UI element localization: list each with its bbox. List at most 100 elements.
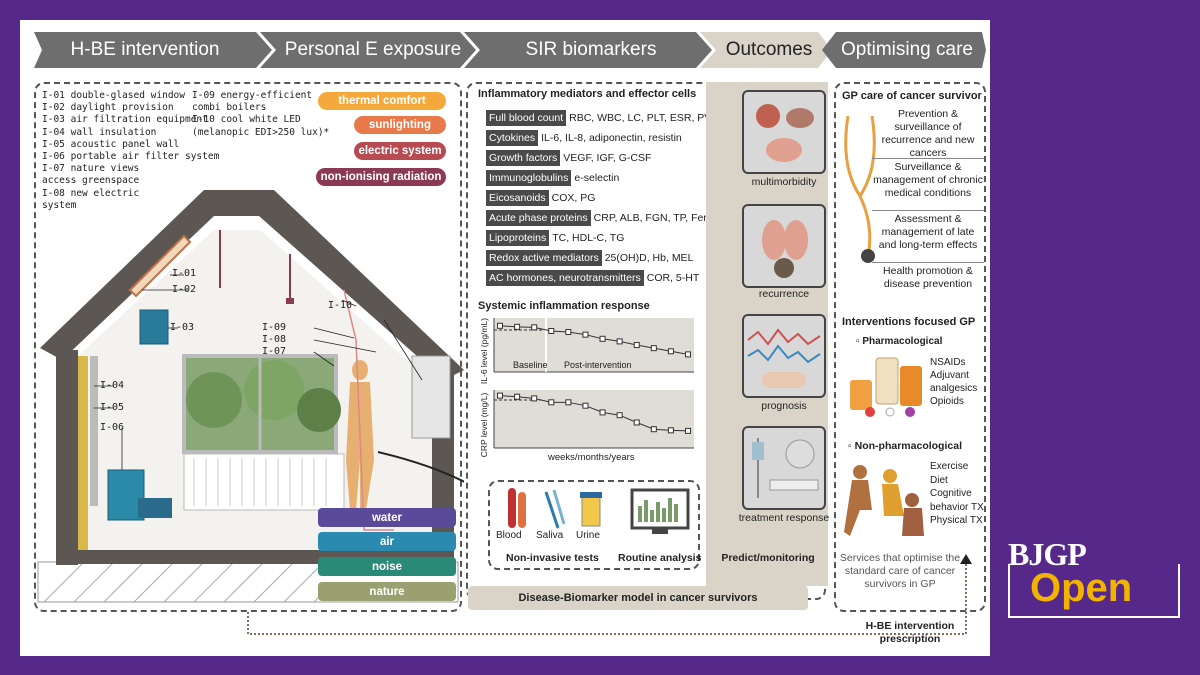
logo-frame: [1008, 564, 1180, 618]
step-care: Optimising care: [841, 39, 973, 60]
outcome-recurrence: recurrence: [758, 288, 810, 300]
services-text: Services that optimise the standard care…: [839, 552, 961, 590]
il6-ylabel-wrap: IL-6 level (pg/mL): [476, 317, 489, 385]
label-i04: I-04: [100, 380, 125, 391]
care-item-health-promotion: Health promotion & disease prevention: [872, 262, 984, 291]
label-i03: I-03: [170, 322, 195, 333]
crp-ylabel: CRP level (mg/L): [479, 392, 489, 458]
prescription-arrow: [247, 554, 972, 635]
crp-point: [565, 399, 572, 406]
treatment-image: [742, 426, 826, 510]
crp-chart-area: [494, 390, 694, 448]
test-saliva: Saliva: [536, 530, 564, 541]
tests-box: [488, 480, 700, 570]
house-box: [34, 82, 462, 612]
label-i10: I-10: [328, 300, 353, 311]
step-exposure: Personal E exposure: [284, 39, 462, 60]
crp-point: [667, 427, 674, 434]
env-water: water: [318, 508, 456, 527]
intervention-list-right: I-09 energy-efficient combi boilers I-10…: [192, 90, 330, 138]
stethoscope-icon: [844, 115, 876, 263]
baseline-label: Baseline: [513, 360, 548, 370]
sir-title: Systemic inflammation response: [478, 300, 650, 312]
post-label: Post-intervention: [564, 360, 632, 370]
il6-point: [685, 351, 691, 358]
pills-icon: [850, 357, 922, 417]
pharma-title: ▫ Pharmacological: [856, 336, 943, 347]
crp-point: [599, 409, 606, 416]
crp-point: [616, 412, 623, 419]
crp-point: [685, 427, 691, 434]
routine-caption: Routine analysis: [618, 552, 702, 564]
label-i02: I-02: [172, 284, 197, 295]
il6-point: [548, 328, 555, 334]
label-i07: I-07: [262, 346, 287, 357]
il6-point: [497, 322, 503, 329]
crp-point: [582, 402, 589, 409]
il6-point: [565, 329, 572, 336]
predict-monitoring-label: Predict/monitoring: [721, 552, 815, 564]
saliva-swab-icon: [544, 491, 560, 529]
crp-point: [514, 393, 521, 400]
crp-point: [633, 419, 640, 426]
label-i09: I-09: [262, 322, 287, 333]
biomarkers-title: Inflammatory mediators and effector cell…: [478, 88, 697, 100]
il6-point: [667, 348, 674, 355]
care-item-prevention: Prevention & surveillance of recurrence …: [881, 108, 975, 159]
house-illustration: [37, 190, 464, 603]
crp-point: [650, 426, 657, 433]
sir-charts: [493, 318, 694, 449]
prognosis-image: [742, 314, 826, 398]
test-blood: Blood: [496, 530, 522, 541]
crp-point: [497, 392, 503, 399]
multimorbidity-image: [742, 90, 826, 174]
logo-bjgp: BJGP: [1008, 536, 1087, 572]
il6-ylabel: IL-6 level (pg/mL): [479, 317, 489, 385]
label-i08: I-08: [262, 334, 287, 345]
label-i01: I-01: [172, 268, 197, 279]
test-icons: [508, 488, 690, 534]
il6-point: [616, 338, 623, 345]
outcome-prognosis: prognosis: [761, 400, 807, 412]
recurrence-image: [742, 204, 826, 288]
step-sir: SIR biomarkers: [525, 39, 657, 60]
il6-point: [599, 335, 606, 342]
step-outcomes: Outcomes: [725, 39, 813, 60]
label-i05: I-05: [100, 402, 125, 413]
banner-arrows: [34, 32, 986, 68]
care-item-surveillance: Surveillance & management of chronic med…: [872, 158, 984, 200]
test-urine: Urine: [576, 530, 600, 541]
env-nature: nature: [318, 582, 456, 601]
outcome-treatment-response: treatment response: [738, 512, 830, 524]
il6-point: [531, 324, 538, 331]
care-title: GP care of cancer survivor: [842, 90, 982, 102]
nonpharma-title: ▫ Non-pharmacological: [848, 440, 962, 452]
step-hbe: H-BE intervention: [70, 39, 220, 60]
figure-panel: H-BE intervention Personal E exposure SI…: [20, 20, 990, 656]
blood-tube-icon: [508, 488, 516, 528]
pill-thermal-comfort: thermal comfort: [318, 92, 446, 110]
il6-point: [633, 342, 640, 349]
pill-electric-system: electric system: [354, 142, 446, 160]
xaxis-label: weeks/months/years: [548, 452, 635, 463]
care-box: [834, 82, 986, 612]
il6-point: [650, 345, 657, 352]
pill-non-ionising: non-ionising radiation: [316, 168, 446, 186]
crp-point: [548, 399, 555, 406]
care-item-assessment: Assessment & management of late and long…: [872, 210, 984, 252]
il6-point: [514, 323, 521, 330]
exercise-figures-icon: [844, 465, 924, 536]
outcome-multimorbidity: multimorbidity: [751, 176, 817, 188]
urine-cup-icon: [581, 495, 601, 527]
pill-sunlighting: sunlighting: [354, 116, 446, 134]
